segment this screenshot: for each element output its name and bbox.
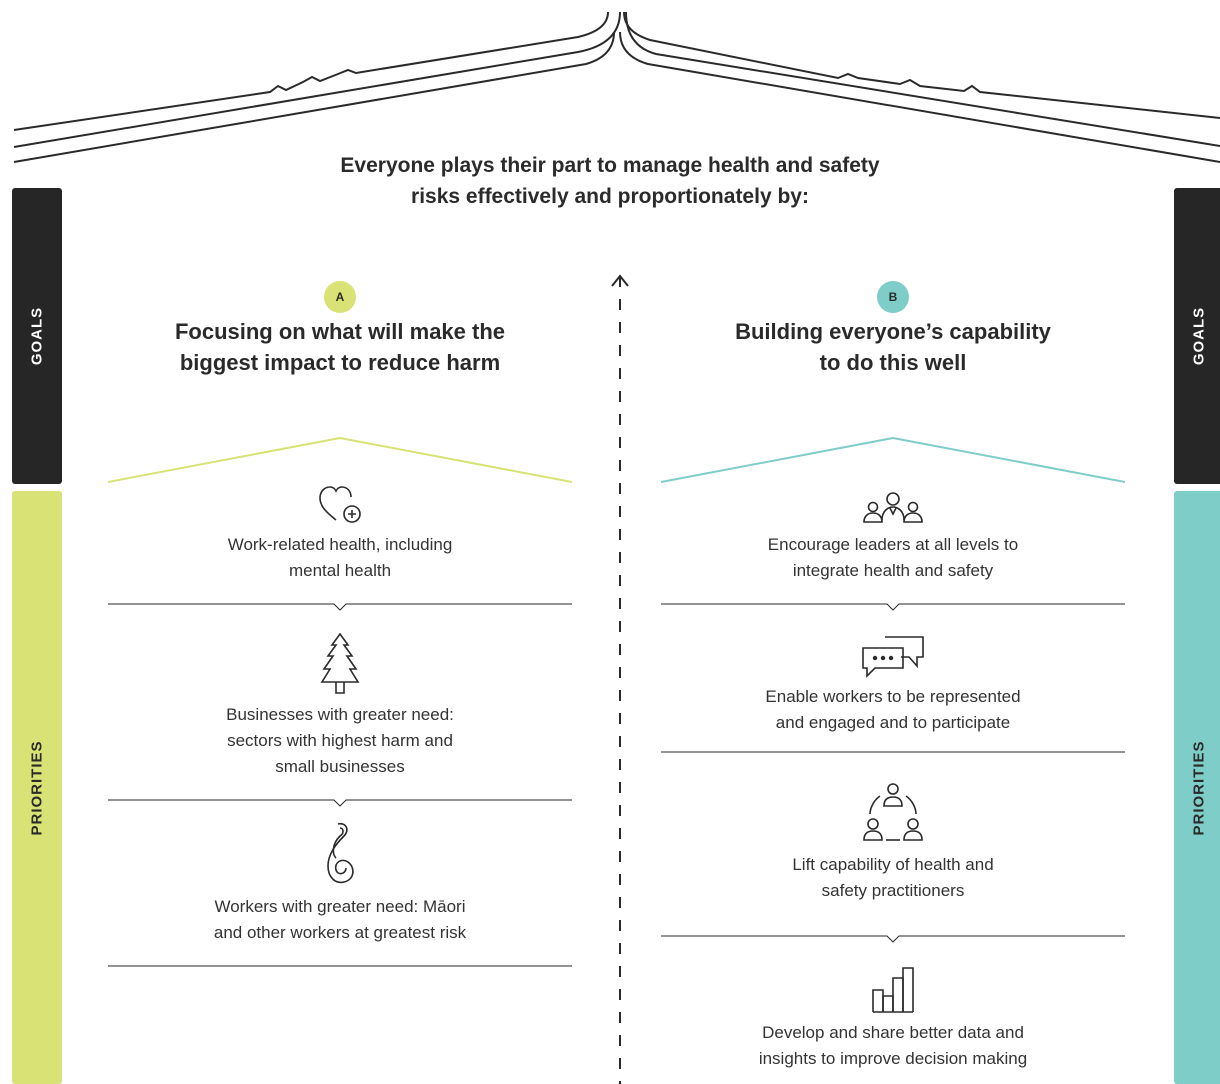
priority-a1: Work-related health, including mental he… xyxy=(108,484,572,584)
priority-b2-text: Enable workers to be represented and eng… xyxy=(661,684,1125,736)
text-line: Businesses with greater need: xyxy=(226,705,454,724)
center-dashed-arrow xyxy=(611,274,629,1084)
divider xyxy=(108,965,572,967)
roof-outline xyxy=(13,11,1220,163)
headline: Everyone plays their part to manage heal… xyxy=(230,150,990,212)
text-line: safety practitioners xyxy=(821,881,965,900)
divider xyxy=(108,603,572,611)
heart-plus-icon xyxy=(319,486,361,523)
tree-icon xyxy=(320,632,360,694)
text-line: Encourage leaders at all levels to xyxy=(767,535,1019,554)
chat-bubbles-icon xyxy=(862,636,924,678)
priority-b2: Enable workers to be represented and eng… xyxy=(661,634,1125,736)
priority-a2-text: Businesses with greater need: sectors wi… xyxy=(108,702,572,780)
text-line: Enable workers to be represented xyxy=(765,687,1021,706)
priorities-bar-left: PRIORITIES xyxy=(12,491,62,1084)
priorities-label: PRIORITIES xyxy=(1190,739,1208,836)
goals-bar-left: GOALS xyxy=(12,188,62,484)
priority-b1-text: Encourage leaders at all levels to integ… xyxy=(661,532,1125,584)
text-line: sectors with highest harm and xyxy=(227,731,453,750)
text-line: insights to improve decision making xyxy=(758,1049,1028,1068)
text-line: Workers with greater need: Māori xyxy=(214,897,466,916)
priority-a3-text: Workers with greater need: Māori and oth… xyxy=(108,894,572,946)
priority-a2: Businesses with greater need: sectors wi… xyxy=(108,632,572,780)
goal-a-title: Focusing on what will make the biggest i… xyxy=(105,316,575,378)
hei-matau-icon xyxy=(327,822,354,884)
priority-b3-text: Lift capability of health and safety pra… xyxy=(661,852,1125,904)
network-people-icon xyxy=(863,783,923,841)
headline-line-2: risks effectively and proportionately by… xyxy=(411,185,809,208)
goal-b-title-line-1: Building everyone’s capability xyxy=(735,319,1051,344)
divider xyxy=(661,751,1125,753)
bar-chart-icon xyxy=(872,967,914,1013)
headline-line-1: Everyone plays their part to manage heal… xyxy=(340,154,880,177)
priority-b4-text: Develop and share better data and insigh… xyxy=(661,1020,1125,1072)
leaders-group-icon xyxy=(863,492,923,523)
text-line: and other workers at greatest risk xyxy=(213,923,467,942)
goal-b-badge: B xyxy=(877,281,909,313)
goal-b-title-line-2: to do this well xyxy=(819,350,967,375)
goals-label: GOALS xyxy=(28,306,46,366)
text-line: integrate health and safety xyxy=(792,561,994,580)
priority-b3: Lift capability of health and safety pra… xyxy=(661,782,1125,904)
text-line: mental health xyxy=(288,561,392,580)
divider xyxy=(661,603,1125,611)
priority-b1: Encourage leaders at all levels to integ… xyxy=(661,490,1125,584)
goal-b-title: Building everyone’s capability to do thi… xyxy=(658,316,1128,378)
text-line: Lift capability of health and xyxy=(792,855,994,874)
text-line: Develop and share better data and xyxy=(762,1023,1024,1042)
text-line: and engaged and to participate xyxy=(775,713,1011,732)
goal-b-roof xyxy=(661,436,1125,483)
goals-label: GOALS xyxy=(1190,306,1208,366)
priorities-label: PRIORITIES xyxy=(28,739,46,836)
goal-a-title-line-1: Focusing on what will make the xyxy=(174,319,506,344)
priority-a1-text: Work-related health, including mental he… xyxy=(108,532,572,584)
goal-a-roof xyxy=(108,436,572,483)
goal-a-badge: A xyxy=(324,281,356,313)
goals-bar-right: GOALS xyxy=(1174,188,1220,484)
text-line: small businesses xyxy=(275,757,405,776)
priorities-bar-right: PRIORITIES xyxy=(1174,491,1220,1084)
divider xyxy=(108,799,572,807)
priority-b4: Develop and share better data and insigh… xyxy=(661,966,1125,1072)
priority-a3: Workers with greater need: Māori and oth… xyxy=(108,818,572,946)
divider xyxy=(661,935,1125,943)
goal-a-title-line-2: biggest impact to reduce harm xyxy=(179,350,501,375)
text-line: Work-related health, including xyxy=(227,535,453,554)
